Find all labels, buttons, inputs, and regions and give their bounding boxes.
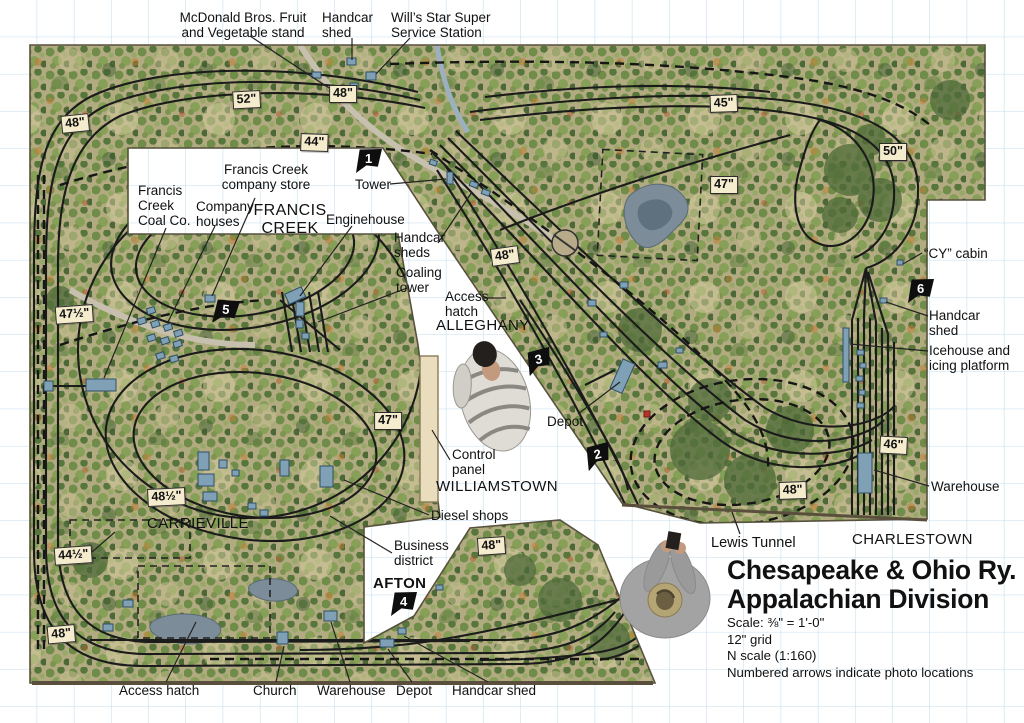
photo-arrow-6: 6 — [908, 279, 934, 303]
nscale-note: N scale (1:160) — [727, 648, 817, 664]
elevation-marker: 48" — [778, 481, 807, 500]
elevation-marker: 47" — [374, 412, 402, 430]
title-line-2: Appalachian Division — [727, 584, 990, 615]
label-depot-center: Depot — [547, 414, 584, 429]
label-depot-bottom: Depot — [396, 683, 433, 698]
track-lines — [32, 69, 920, 668]
fascia-right-wedge — [621, 503, 928, 522]
label-access-hatch-bottom: Access hatch — [119, 683, 200, 698]
label-access-hatch-alleghany: Access hatch — [445, 289, 489, 320]
elevation-marker: 47" — [710, 176, 738, 194]
label-diesel-shops: Diesel shops — [431, 508, 509, 523]
label-company-houses: Company houses — [196, 199, 254, 230]
access-hatch-outlines — [69, 148, 704, 639]
buildings — [43, 57, 904, 648]
elevation-marker: 45" — [709, 94, 738, 113]
town-charlestown: CHARLESTOWN — [852, 531, 973, 548]
photo-arrow-5: 5 — [212, 299, 240, 325]
town-carrieville: CARRIEVILLE — [147, 515, 249, 532]
turntable — [551, 229, 579, 257]
label-enginehouse: Enginehouse — [326, 212, 405, 227]
label-tower: Tower — [355, 177, 392, 192]
town-alleghany: ALLEGHANY — [436, 317, 530, 334]
elevation-marker: 44½" — [53, 545, 94, 566]
label-wills-station: Will’s Star Super Service Station — [391, 10, 491, 41]
town-afton: AFTON — [373, 575, 427, 592]
photo-arrow-1: 1 — [356, 149, 382, 173]
title-block: Chesapeake & Ohio Ry. Appalachian Divisi… — [727, 555, 1017, 681]
scale-note: Scale: ⅜" = 1'-0" — [727, 615, 825, 631]
label-handcar-shed-right: Handcar shed — [929, 308, 981, 339]
elevation-marker: 48½" — [146, 487, 187, 508]
arrows-note: Numbered arrows indicate photo locations — [727, 665, 974, 681]
person-figure-photographer — [619, 531, 711, 639]
label-handcar-shed-top: Handcar shed — [322, 10, 374, 41]
label-icehouse: Icehouse and icing platform — [929, 343, 1011, 374]
grid-note: 12" grid — [727, 631, 773, 647]
label-lewis-tunnel: Lewis Tunnel — [711, 535, 796, 551]
photo-arrow-4: 4 — [391, 592, 417, 616]
ponds — [149, 183, 689, 645]
label-handcar-shed-bottom: Handcar shed — [452, 683, 537, 698]
label-warehouse-right: Warehouse — [931, 479, 1000, 494]
elevation-marker: 47½" — [54, 304, 95, 325]
elevation-marker: 48" — [489, 245, 520, 267]
elevation-marker: 48" — [476, 536, 506, 556]
label-mcdonald-stand: McDonald Bros. Fruit and Vegetable stand — [179, 10, 307, 41]
stream — [434, 45, 471, 134]
elevation-marker: 48" — [60, 113, 90, 134]
hidden-track-lines — [36, 60, 931, 661]
town-williamstown: WILLIAMSTOWN — [436, 478, 559, 495]
label-church: Church — [253, 683, 297, 698]
elevation-marker: 46" — [879, 435, 908, 455]
label-coal-co: Francis Creek Coal Co. — [138, 183, 191, 229]
red-structure — [643, 410, 651, 418]
label-control-panel: Control panel — [452, 447, 496, 478]
elevation-marker: 52" — [232, 90, 261, 110]
label-warehouse-bottom: Warehouse — [317, 683, 386, 698]
elevation-marker: 48" — [329, 85, 357, 103]
benchwork-edge — [29, 44, 986, 684]
elevation-marker: 50" — [879, 143, 907, 161]
label-handcar-sheds: Handcar sheds — [394, 230, 446, 261]
elevation-marker: 44" — [300, 133, 329, 152]
label-coaling-tower: Coaling tower — [396, 265, 442, 296]
leader-lines — [91, 35, 930, 683]
label-company-store: Francis Creek company store — [221, 162, 311, 193]
title-line-1: Chesapeake & Ohio Ry. — [727, 555, 1017, 585]
person-figure-operator — [452, 341, 531, 452]
label-business-district: Business district — [394, 538, 449, 569]
elevation-marker: 48" — [46, 624, 76, 645]
label-cy-cabin: “CY” cabin — [924, 246, 988, 261]
town-francis-creek: FRANCIS CREEK — [253, 202, 327, 237]
control-panel-strip — [419, 355, 439, 503]
